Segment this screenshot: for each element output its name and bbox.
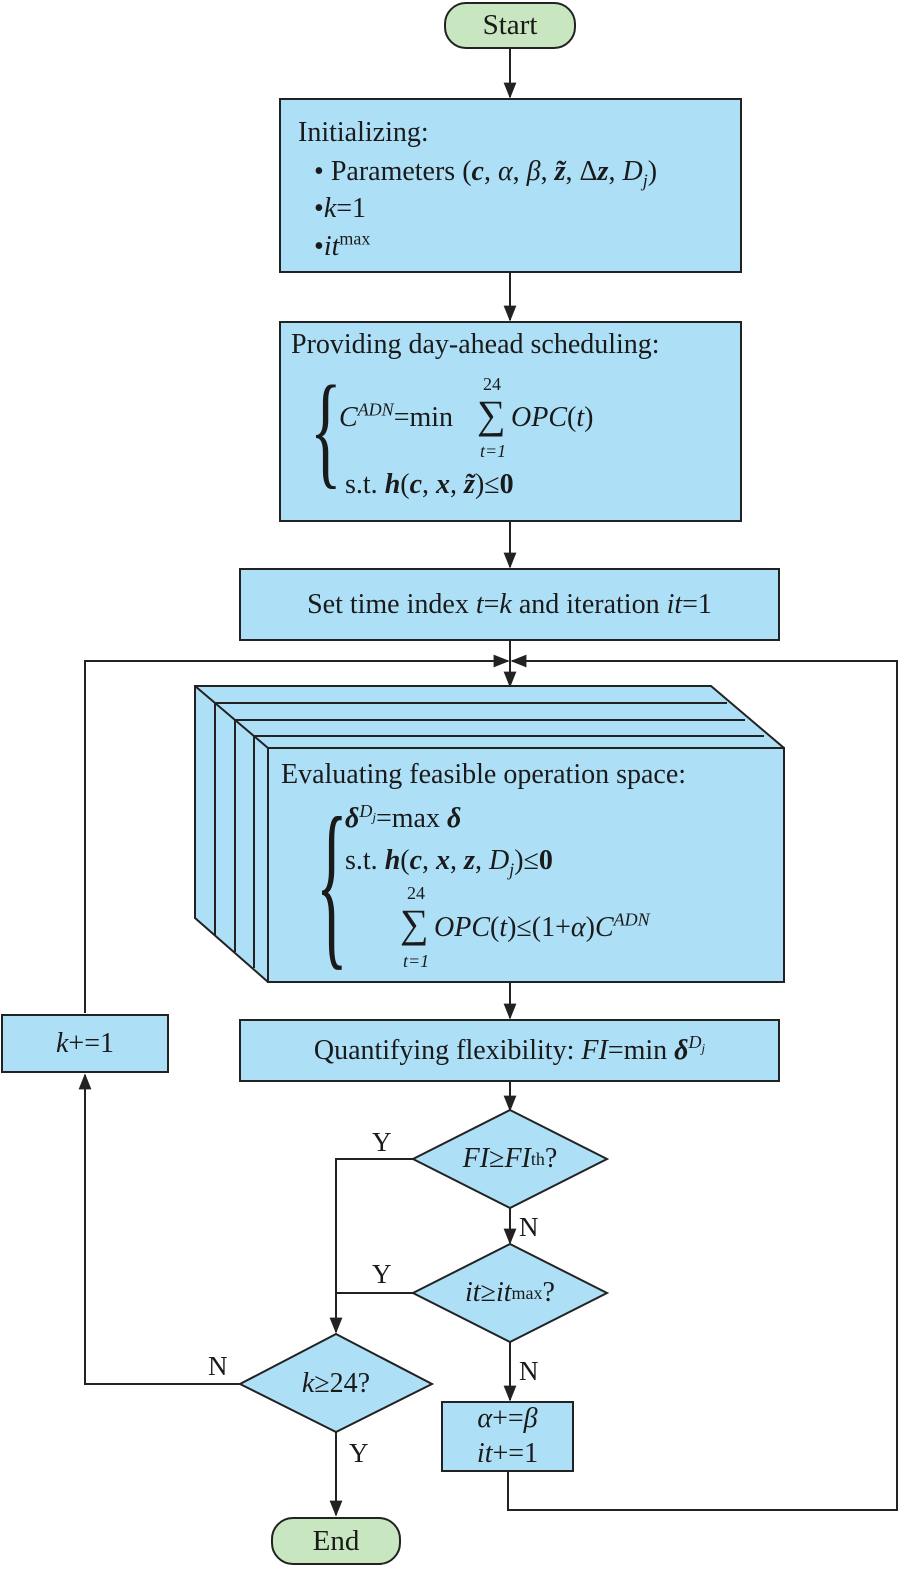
decision3-text: k≥24? bbox=[301, 1368, 371, 1399]
init-item-itmax: •itmax bbox=[314, 228, 371, 262]
label-decision1-yes: Y bbox=[372, 1127, 392, 1157]
start-label: Start bbox=[482, 9, 538, 41]
dayahead-opc: OPC(t) bbox=[511, 402, 594, 433]
evaluate-objective: δDj=max δ bbox=[345, 800, 462, 834]
decision-k-24 bbox=[237, 1332, 435, 1434]
evaluate-sum-lower: t=1 bbox=[403, 951, 430, 971]
label-decision1-no: N bbox=[519, 1212, 539, 1242]
quantify-text: Quantifying flexibility: FI=min δDj bbox=[313, 1032, 706, 1066]
dayahead-title: Providing day-ahead scheduling: bbox=[291, 329, 660, 360]
evaluate-stack bbox=[194, 685, 785, 983]
arrow-decision1-yes bbox=[329, 1158, 413, 1334]
arrow-decision3-no bbox=[78, 1073, 240, 1385]
evaluate-constraint-h: s.t. h(c, x, z, Dj)≤0 bbox=[345, 845, 553, 880]
init-item-k: •k=1 bbox=[314, 193, 367, 224]
update-line2: it+=1 bbox=[476, 1438, 539, 1469]
label-decision3-yes: Y bbox=[349, 1438, 369, 1468]
update-line1: α+=β bbox=[477, 1403, 538, 1434]
evaluate-brace: { bbox=[316, 779, 348, 986]
evaluate-sigma: ∑ bbox=[400, 901, 429, 946]
init-title: Initializing: bbox=[298, 117, 429, 148]
quantify-box: Quantifying flexibility: FI=min δDj bbox=[239, 1019, 780, 1082]
loop-update-back bbox=[507, 654, 898, 1511]
dayahead-sum-upper: 24 bbox=[483, 374, 501, 394]
dayahead-brace: { bbox=[310, 359, 342, 500]
decision-fi-threshold bbox=[410, 1108, 610, 1210]
dayahead-box bbox=[279, 321, 742, 522]
evaluate-constraint-cost: OPC(t)≤(1+α)CADN bbox=[434, 909, 650, 943]
end-terminal: End bbox=[271, 1517, 401, 1565]
init-box bbox=[279, 98, 742, 273]
settime-box: Set time index t=k and iteration it=1 bbox=[239, 568, 780, 641]
settime-text: Set time index t=k and iteration it=1 bbox=[307, 588, 712, 620]
evaluate-title: Evaluating feasible operation space: bbox=[281, 759, 687, 790]
dayahead-objective: CADN=min bbox=[339, 399, 454, 433]
label-decision2-no: N bbox=[519, 1356, 539, 1386]
decision-it-max bbox=[410, 1242, 610, 1344]
start-terminal: Start bbox=[444, 2, 576, 49]
kinc-box: k+=1 bbox=[1, 1014, 169, 1073]
init-item-parameters: • Parameters (c, α, β, z̃, Δz, Dj) bbox=[314, 156, 658, 191]
loop-kinc-back bbox=[84, 654, 510, 1013]
label-decision3-no: N bbox=[208, 1351, 228, 1381]
end-label: End bbox=[312, 1524, 360, 1557]
dayahead-constraint: s.t. h(c, x, z̃)≤0 bbox=[345, 469, 514, 500]
dayahead-sum-lower: t=1 bbox=[480, 441, 507, 461]
dayahead-sigma: ∑ bbox=[477, 392, 506, 437]
label-decision2-yes: Y bbox=[372, 1259, 392, 1289]
update-box bbox=[441, 1401, 574, 1472]
kinc-text: k+=1 bbox=[55, 1027, 115, 1059]
evaluate-sum-upper: 24 bbox=[407, 883, 425, 903]
